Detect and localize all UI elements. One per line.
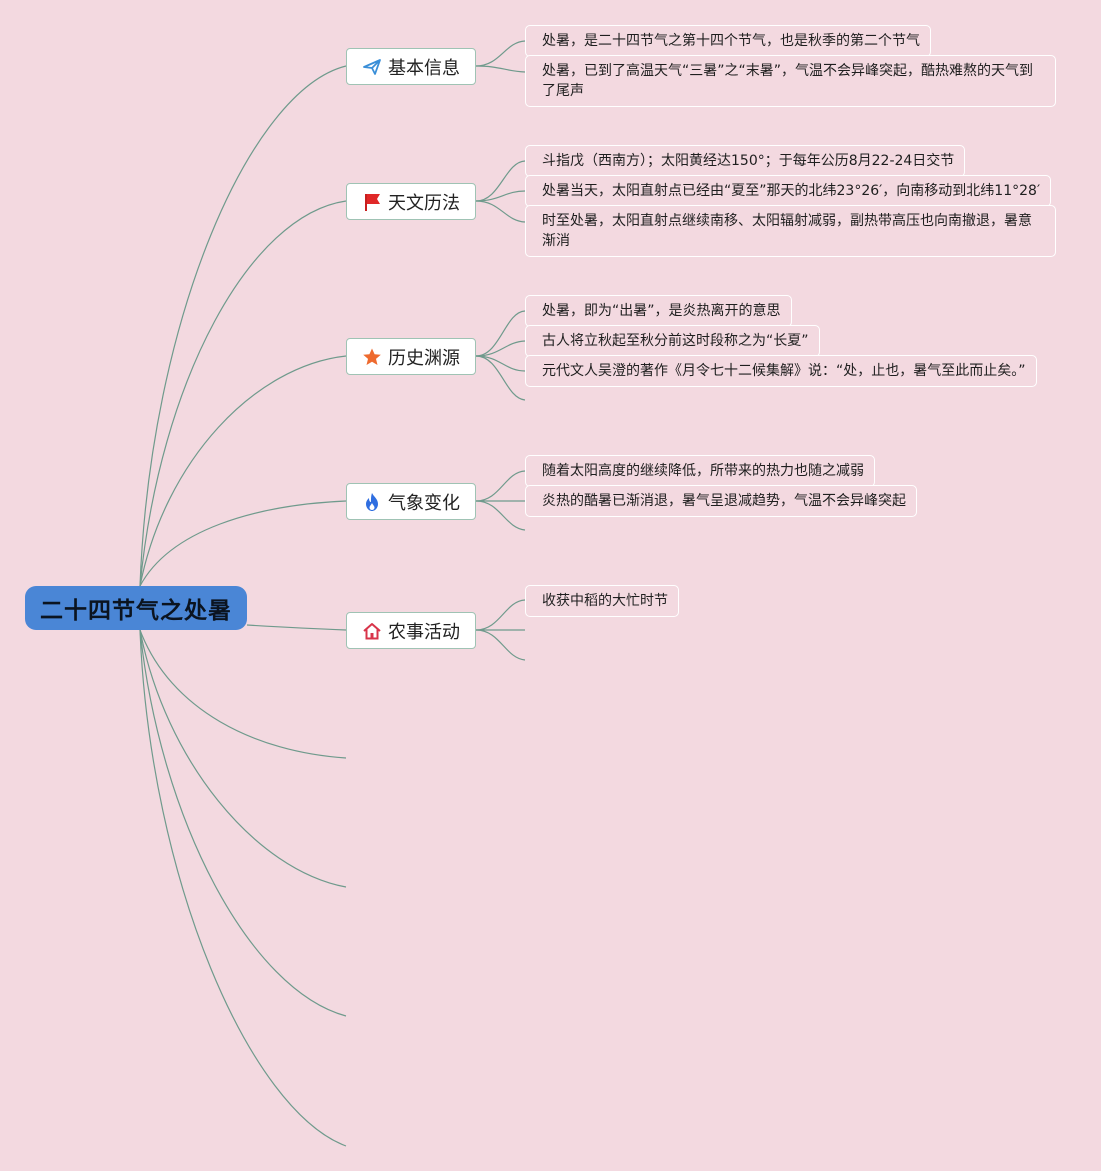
leaf-history-2[interactable]: 古人将立秋起至秋分前这时段称之为“长夏” bbox=[525, 325, 820, 357]
leaf-farming-1[interactable]: 收获中稻的大忙时节 bbox=[525, 585, 679, 617]
leaf-basic-info-2[interactable]: 处暑，已到了高温天气“三暑”之“末暑”，气温不会异峰突起，酷热难熬的天气到了尾声 bbox=[525, 55, 1056, 107]
leaf-astronomy-1[interactable]: 斗指戊（西南方）；太阳黄经达150°；于每年公历8月22-24日交节 bbox=[525, 145, 966, 177]
star-icon bbox=[362, 347, 382, 367]
flame-icon bbox=[362, 492, 382, 512]
branch-weather-change[interactable]: 气象变化 bbox=[346, 483, 476, 520]
leaf-astronomy-3[interactable]: 时至处暑，太阳直射点继续南移、太阳辐射减弱，副热带高压也向南撤退，暑意渐消 bbox=[525, 205, 1056, 257]
branch-history-origin[interactable]: 历史渊源 bbox=[346, 338, 476, 375]
leaf-history-1[interactable]: 处暑，即为“出暑”，是炎热离开的意思 bbox=[525, 295, 792, 327]
branch-label: 天文历法 bbox=[388, 192, 460, 214]
paper-plane-icon bbox=[362, 57, 382, 77]
flag-icon bbox=[362, 192, 382, 212]
leaf-basic-info-1[interactable]: 处暑，是二十四节气之第十四个节气，也是秋季的第二个节气 bbox=[525, 25, 931, 57]
branch-basic-info[interactable]: 基本信息 bbox=[346, 48, 476, 85]
branch-astronomy-calendar[interactable]: 天文历法 bbox=[346, 183, 476, 220]
branch-label: 历史渊源 bbox=[388, 347, 460, 369]
root-topic[interactable]: 二十四节气之处暑 bbox=[25, 586, 247, 630]
leaf-astronomy-2[interactable]: 处暑当天，太阳直射点已经由“夏至”那天的北纬23°26′，向南移动到北纬11°2… bbox=[525, 175, 1052, 207]
branch-farming-activity[interactable]: 农事活动 bbox=[346, 612, 476, 649]
branch-label: 基本信息 bbox=[388, 57, 460, 79]
leaf-weather-1[interactable]: 随着太阳高度的继续降低，所带来的热力也随之减弱 bbox=[525, 455, 875, 487]
branch-label: 气象变化 bbox=[388, 492, 460, 514]
branch-label: 农事活动 bbox=[388, 621, 460, 643]
leaf-history-3[interactable]: 元代文人吴澄的著作《月令七十二候集解》说：“处，止也，暑气至此而止矣。” bbox=[525, 355, 1037, 387]
house-icon bbox=[362, 621, 382, 641]
leaf-weather-2[interactable]: 炎热的酷暑已渐消退，暑气呈退减趋势，气温不会异峰突起 bbox=[525, 485, 917, 517]
